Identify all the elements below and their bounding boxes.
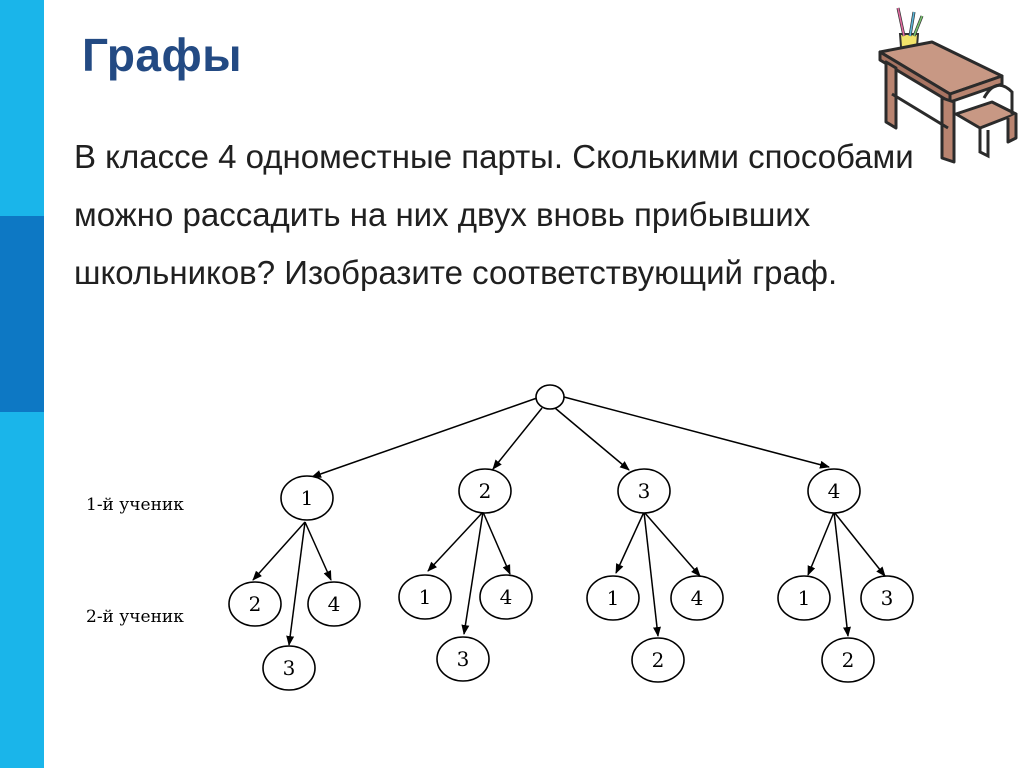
node-label: 2 bbox=[842, 648, 855, 672]
node-label: 1 bbox=[301, 486, 314, 510]
node-label: 3 bbox=[283, 656, 296, 680]
node-label: 1 bbox=[419, 585, 432, 609]
tree-node-level2: 2 bbox=[821, 637, 875, 683]
node-label: 1 bbox=[798, 586, 811, 610]
edge-4-2 bbox=[833, 511, 851, 637]
tree-node-level2: 3 bbox=[436, 636, 490, 682]
tree-node-level2: 1 bbox=[398, 574, 452, 620]
tree-node-level2: 2 bbox=[228, 581, 282, 627]
edge-root-3 bbox=[554, 407, 630, 471]
tree-node-level1: 4 bbox=[807, 468, 861, 514]
edge-root-1 bbox=[311, 397, 538, 478]
node-label: 4 bbox=[691, 586, 704, 610]
node-label: 4 bbox=[500, 585, 513, 609]
node-label: 1 bbox=[607, 586, 620, 610]
edge-root-2 bbox=[492, 407, 543, 470]
tree-node-level2: 4 bbox=[670, 575, 724, 621]
tree-node-level2: 4 bbox=[479, 574, 533, 620]
tree-node-level1: 3 bbox=[617, 468, 671, 514]
edge-2-4 bbox=[482, 511, 511, 575]
tree-node-level2: 3 bbox=[262, 645, 316, 691]
edge-1-3 bbox=[286, 521, 306, 646]
edge-4-1 bbox=[807, 511, 835, 576]
node-label: 4 bbox=[328, 592, 341, 616]
level2-label: 2-й ученик bbox=[86, 607, 184, 627]
tree-node-level2: 3 bbox=[860, 575, 914, 621]
slide-title: Графы bbox=[82, 29, 243, 81]
node-label: 3 bbox=[881, 586, 894, 610]
edge-2-3 bbox=[461, 511, 484, 635]
node-label: 4 bbox=[828, 479, 841, 503]
question-text: В классе 4 одноместные парты. Сколькими … bbox=[74, 138, 914, 291]
tree-node-level1: 1 bbox=[280, 475, 334, 521]
node-label: 3 bbox=[457, 647, 470, 671]
tree-node-level2: 2 bbox=[631, 637, 685, 683]
edge-3-2 bbox=[643, 511, 661, 637]
tree-node-level2: 1 bbox=[586, 575, 640, 621]
node-label: 2 bbox=[479, 479, 492, 503]
edge-1-2 bbox=[252, 521, 306, 581]
school-desk-icon bbox=[878, 7, 1018, 164]
tree-node-level2: 4 bbox=[307, 581, 361, 627]
edge-3-4 bbox=[643, 511, 701, 577]
tree-node-level2: 1 bbox=[777, 575, 831, 621]
tree-root-node bbox=[535, 384, 565, 410]
node-label: 2 bbox=[652, 648, 665, 672]
node-label: 2 bbox=[249, 592, 262, 616]
edge-2-1 bbox=[427, 511, 484, 572]
edge-4-3 bbox=[833, 511, 886, 577]
tree-node-level1: 2 bbox=[458, 468, 512, 514]
edge-1-4 bbox=[304, 521, 332, 581]
side-accent-bar-highlight bbox=[0, 216, 44, 412]
edge-3-1 bbox=[615, 511, 645, 574]
level1-label: 1-й ученик bbox=[86, 495, 184, 515]
node-label: 3 bbox=[638, 479, 651, 503]
edge-root-4 bbox=[563, 396, 830, 469]
